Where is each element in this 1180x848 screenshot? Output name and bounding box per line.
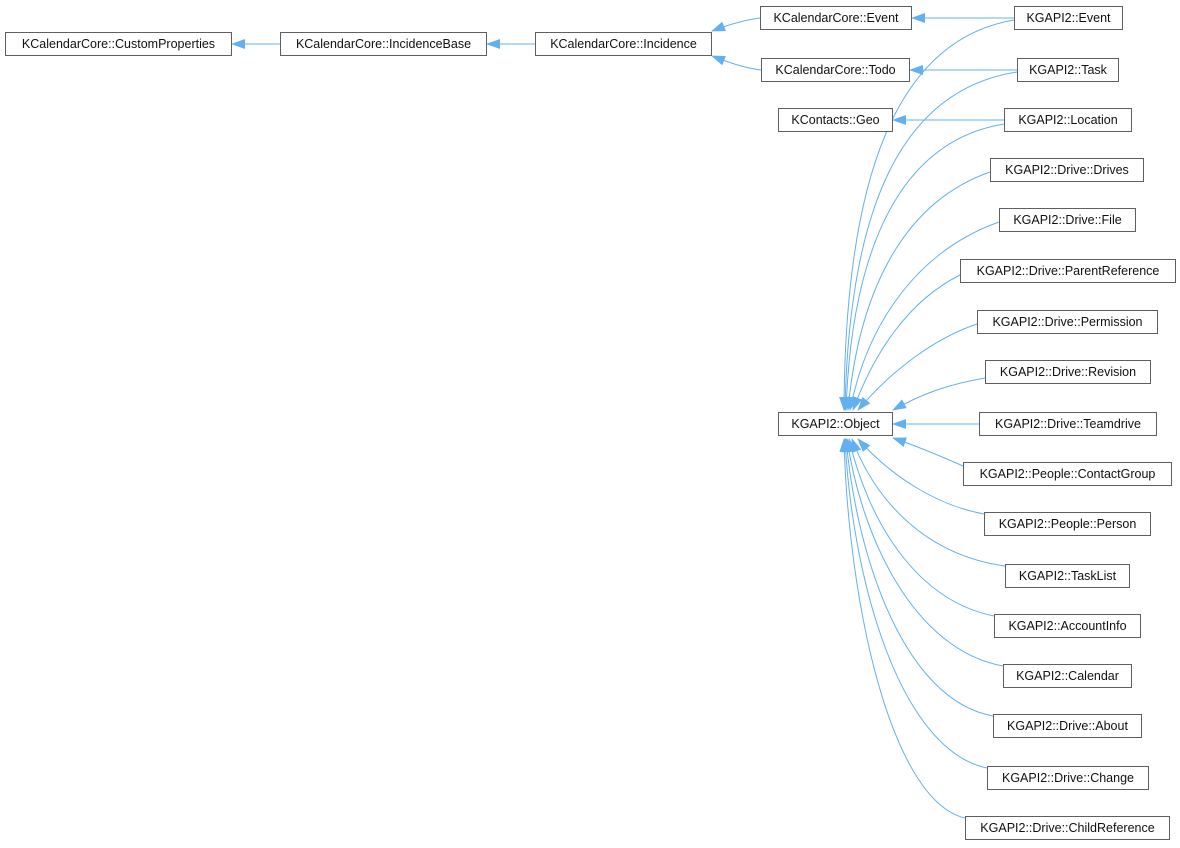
node-drive-permission[interactable]: KGAPI2::Drive::Permission	[977, 310, 1158, 334]
edge-location-to-object	[841, 123, 1005, 411]
node-kgapi2-calendar[interactable]: KGAPI2::Calendar	[1003, 664, 1132, 688]
edge-drives-to-object	[844, 171, 991, 411]
node-people-person[interactable]: KGAPI2::People::Person	[984, 512, 1151, 536]
node-incidence-base[interactable]: KCalendarCore::IncidenceBase	[280, 32, 487, 56]
edge-childreference-to-object	[839, 438, 966, 819]
node-kgapi2-event[interactable]: KGAPI2::Event	[1014, 6, 1123, 30]
node-drive-drives[interactable]: KGAPI2::Drive::Drives	[990, 158, 1144, 182]
node-drive-file[interactable]: KGAPI2::Drive::File	[999, 208, 1136, 232]
node-drive-childreference[interactable]: KGAPI2::Drive::ChildReference	[965, 816, 1170, 840]
node-kcalendarcore-todo[interactable]: KCalendarCore::Todo	[761, 58, 910, 82]
edge-parentreference-to-object	[852, 274, 961, 411]
edge-accountinfo-to-object	[847, 438, 995, 617]
node-drive-about[interactable]: KGAPI2::Drive::About	[993, 714, 1142, 738]
edge-tasklist-to-object	[851, 438, 1006, 567]
node-kgapi2-tasklist[interactable]: KGAPI2::TaskList	[1005, 564, 1130, 588]
edge-kctodo-to-incidence	[711, 55, 762, 71]
edge-calendar-to-object	[843, 438, 1004, 667]
node-drive-parentreference[interactable]: KGAPI2::Drive::ParentReference	[960, 259, 1176, 283]
node-people-contactgroup[interactable]: KGAPI2::People::ContactGroup	[963, 462, 1172, 486]
node-kcalendarcore-event[interactable]: KCalendarCore::Event	[760, 6, 912, 30]
node-kgapi2-object[interactable]: KGAPI2::Object	[778, 412, 893, 436]
edge-change-to-object	[840, 438, 988, 769]
edge-permission-to-object	[857, 323, 978, 411]
node-incidence[interactable]: KCalendarCore::Incidence	[535, 32, 712, 56]
edge-revision-to-object	[892, 377, 986, 411]
node-drive-teamdrive[interactable]: KGAPI2::Drive::Teamdrive	[979, 412, 1157, 436]
node-drive-change[interactable]: KGAPI2::Drive::Change	[987, 766, 1149, 790]
edge-kcevent-to-incidence	[711, 17, 761, 32]
edge-file-to-object	[847, 221, 1000, 411]
edge-contactgroup-to-object	[892, 437, 964, 467]
edge-about-to-object	[842, 438, 994, 717]
node-kgapi2-task[interactable]: KGAPI2::Task	[1017, 58, 1119, 82]
node-custom-properties[interactable]: KCalendarCore::CustomProperties	[5, 32, 232, 56]
node-kcontacts-geo[interactable]: KContacts::Geo	[778, 108, 893, 132]
edge-event-to-object	[839, 19, 1015, 411]
node-drive-revision[interactable]: KGAPI2::Drive::Revision	[985, 360, 1151, 384]
edge-person-to-object	[857, 438, 985, 515]
node-kgapi2-accountinfo[interactable]: KGAPI2::AccountInfo	[994, 614, 1141, 638]
edge-task-to-object	[840, 71, 1018, 411]
node-kgapi2-location[interactable]: KGAPI2::Location	[1004, 108, 1132, 132]
